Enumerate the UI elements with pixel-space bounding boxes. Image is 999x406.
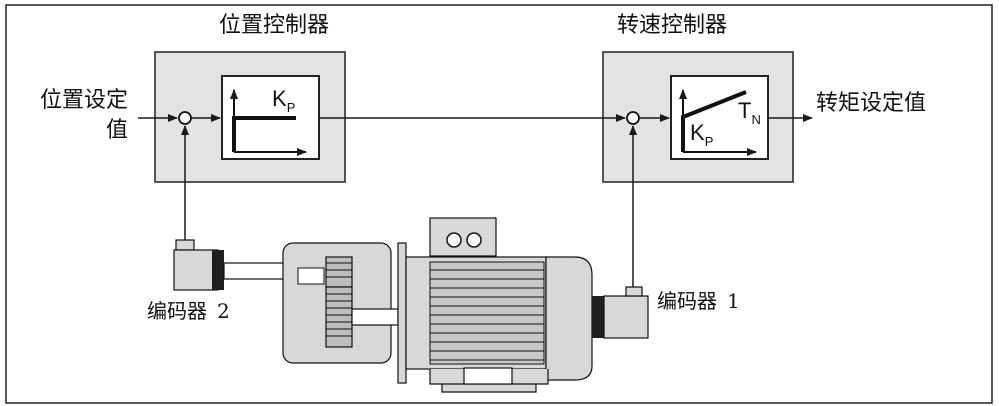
encoder2-body bbox=[173, 249, 219, 291]
encoder2-flange bbox=[212, 250, 224, 290]
output-label: 转矩设定值 bbox=[816, 91, 926, 116]
position-summing-junction bbox=[178, 111, 192, 125]
gearbox bbox=[282, 242, 399, 364]
terminal-box bbox=[429, 217, 497, 257]
input-label-line2: 值 bbox=[106, 118, 128, 143]
speed-controller-title: 转速控制器 bbox=[617, 13, 727, 38]
gearbox-input-shaft bbox=[297, 267, 325, 285]
speed-controller: 转速控制器 KP TN bbox=[602, 13, 794, 183]
input-label-line1: 位置设定 bbox=[40, 88, 128, 113]
position-controller: 位置控制器 KP bbox=[154, 13, 346, 183]
pi-ramp-curve bbox=[681, 90, 747, 152]
gearbox-output-shaft bbox=[351, 308, 399, 326]
signal-lines bbox=[138, 114, 813, 287]
motor-cooling-fins bbox=[429, 261, 545, 365]
terminal-gland-1 bbox=[446, 232, 462, 248]
p-gain-label: KP bbox=[272, 86, 295, 115]
motor bbox=[397, 217, 593, 393]
small-gear bbox=[325, 256, 353, 288]
position-controller-title: 位置控制器 bbox=[219, 13, 329, 38]
motor-end-cap bbox=[545, 256, 593, 381]
terminal-gland-2 bbox=[466, 232, 482, 248]
encoder2-connector bbox=[175, 239, 195, 251]
speed-summing-junction bbox=[626, 111, 640, 125]
motor-mount-flange bbox=[397, 242, 407, 384]
encoder1-body bbox=[603, 295, 649, 339]
encoder1-connector bbox=[625, 286, 643, 297]
s-gain-label: KP bbox=[690, 120, 713, 149]
motor-foot-slot bbox=[463, 367, 513, 385]
p-step-curve bbox=[232, 116, 296, 152]
encoder1-flange bbox=[592, 296, 604, 338]
s-time-label: TN bbox=[738, 98, 761, 127]
large-gear bbox=[325, 286, 353, 348]
